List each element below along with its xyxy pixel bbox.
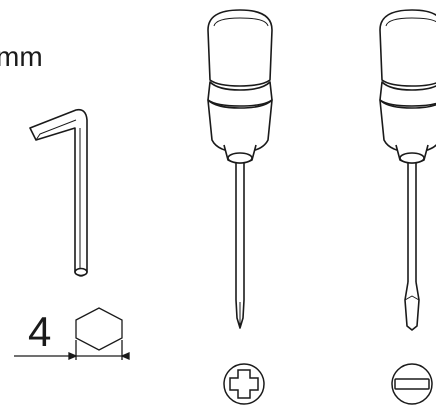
unit-label: mm: [0, 41, 43, 72]
hex-key-icon: [29, 108, 88, 277]
flathead-symbol-icon: [391, 363, 433, 405]
flathead-screwdriver-icon: [379, 9, 436, 331]
phillips-screwdriver-icon: [207, 9, 273, 329]
hex-dimension: [14, 307, 130, 360]
hex-size-label: 4: [28, 308, 51, 355]
hexagon-icon: [75, 307, 123, 351]
phillips-head-symbol-icon: [223, 363, 265, 405]
